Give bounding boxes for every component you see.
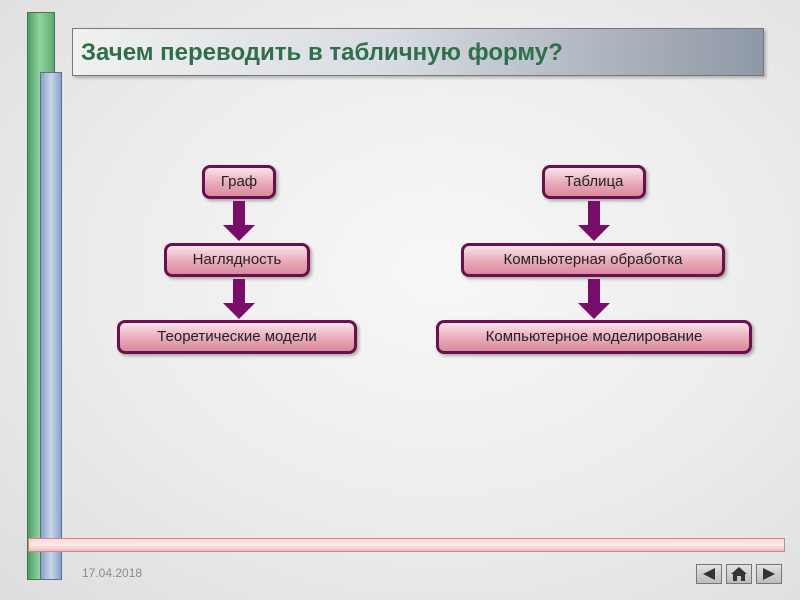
node-table: Таблица [542, 165, 646, 199]
node-graph: Граф [202, 165, 276, 199]
prev-slide-button[interactable] [696, 564, 722, 584]
slide-title: Зачем переводить в табличную форму? [81, 39, 563, 66]
next-slide-button[interactable] [756, 564, 782, 584]
arrow-down-icon [223, 279, 255, 319]
home-button[interactable] [726, 564, 752, 584]
triangle-right-icon [763, 568, 775, 580]
slide-date: 17.04.2018 [82, 566, 143, 580]
title-bar: Зачем переводить в табличную форму? [72, 28, 764, 76]
home-icon [731, 567, 747, 581]
arrow-down-icon [223, 201, 255, 241]
arrow-down-icon [578, 279, 610, 319]
node-theoretical-models: Теоретические модели [117, 320, 357, 354]
node-visibility: Наглядность [164, 243, 310, 277]
node-computer-processing: Компьютерная обработка [461, 243, 725, 277]
decorative-bottom-bar [28, 538, 785, 552]
node-computer-modeling: Компьютерное моделирование [436, 320, 752, 354]
decorative-blue-bar [40, 72, 62, 580]
triangle-left-icon [703, 568, 715, 580]
arrow-down-icon [578, 201, 610, 241]
